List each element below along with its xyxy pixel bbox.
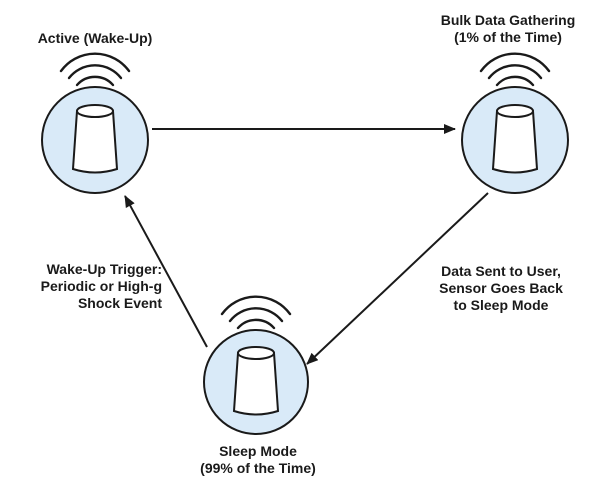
wireless-signal-icon [59,52,131,87]
arrow-sleep-to-active [124,195,208,348]
active-node [41,52,149,194]
active-label: Active (Wake-Up) [37,30,153,46]
sleep-node [203,295,309,435]
wireless-signal-icon [479,52,551,87]
arrow-bulk-to-sleep [306,192,489,365]
wireless-signal-icon [220,295,292,330]
wake-trigger-label: Wake-Up Trigger: Periodic or High-g Shoc… [40,261,162,311]
sleep-label: Sleep Mode (99% of the Time) [200,443,316,476]
sensor-icon [71,104,119,174]
data-sent-label: Data Sent to User, Sensor Goes Back to S… [439,263,563,313]
bulk-label: Bulk Data Gathering (1% of the Time) [440,12,576,45]
sensor-icon [491,104,539,174]
bulk-node [461,52,569,194]
sensor-icon [232,346,280,416]
